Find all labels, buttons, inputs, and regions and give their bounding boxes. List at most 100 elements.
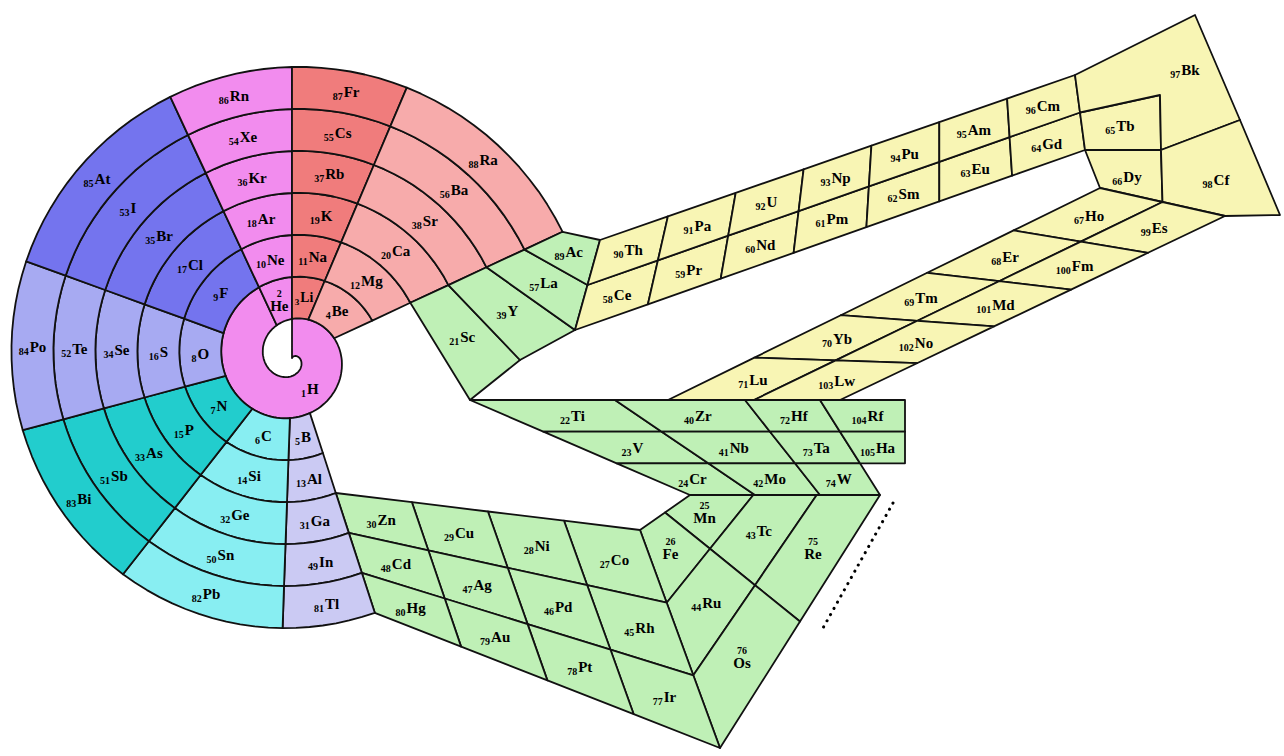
atomic-number: 39 [497, 310, 507, 320]
cell-shape [726, 167, 806, 238]
element-symbol: Hf [791, 408, 808, 423]
atomic-number: 83 [66, 499, 76, 509]
element-symbol: Rh [635, 621, 654, 636]
element-symbol: Eu [971, 162, 989, 177]
atomic-number: 84 [19, 346, 29, 356]
element-cell: 95Am [937, 96, 1012, 164]
atomic-number: 90 [614, 250, 624, 260]
atomic-number: 6 [255, 436, 260, 446]
cell-outline [525, 232, 601, 285]
atomic-number: 71 [738, 379, 748, 389]
cell-label: 98Cf [1203, 173, 1230, 188]
cell-label: 96Cm [1026, 98, 1060, 113]
element-symbol: O [197, 347, 209, 362]
element-symbol: Rf [868, 408, 884, 423]
cell-label: 84Po [19, 339, 47, 354]
element-cell: 80Hg [359, 570, 464, 649]
cell-outline [288, 413, 323, 460]
atomic-number: 85 [84, 179, 94, 189]
cell-label: 44Ru [691, 596, 721, 611]
element-cell: 81Tl [280, 570, 377, 631]
cell-label: 51Sb [100, 468, 128, 483]
atomic-number: 25 [700, 500, 710, 510]
atomic-number: 70 [822, 338, 832, 348]
cell-label: 21Sc [449, 330, 475, 345]
cell-label: 54Xe [229, 129, 258, 144]
cell-label: 93Np [821, 171, 851, 186]
cell-label: 43Tc [746, 524, 772, 539]
element-symbol: Ta [814, 440, 830, 455]
element-symbol: H [307, 381, 319, 396]
element-symbol: N [217, 399, 228, 414]
element-symbol: Ir [664, 689, 677, 704]
atomic-number: 1 [301, 388, 306, 398]
element-symbol: Ac [565, 244, 583, 259]
atomic-number: 101 [976, 304, 991, 314]
cell-label: 94Pu [890, 147, 919, 162]
cell-label: 60Nd [745, 237, 775, 252]
element-symbol: Nd [756, 237, 775, 252]
cell-label: 30Zn [367, 512, 396, 527]
cell-outline [95, 290, 144, 408]
atomic-number: 8 [191, 354, 196, 364]
atomic-number: 22 [560, 415, 570, 425]
element-symbol: La [540, 276, 558, 291]
cell-label: 58Ce [603, 287, 632, 302]
element-symbol: At [95, 172, 111, 187]
atomic-number: 54 [229, 136, 239, 146]
cell-label: 2He [270, 288, 288, 313]
cell-outline [123, 541, 284, 628]
cell-label: 1H [301, 381, 319, 396]
element-symbol: Tm [915, 290, 938, 305]
cell-label: 3Li [295, 291, 313, 305]
atomic-number: 29 [444, 533, 454, 543]
cell-label: 82Pb [192, 587, 221, 602]
cell-outline [390, 88, 562, 250]
atomic-number: 72 [780, 415, 790, 425]
atomic-number: 33 [135, 452, 145, 462]
atomic-number: 105 [860, 447, 875, 457]
atomic-number: 92 [756, 202, 766, 212]
cell-label: 11Na [298, 249, 327, 264]
element-symbol: Sb [111, 468, 128, 483]
element-symbol: Kr [248, 170, 266, 185]
element-symbol: Np [832, 171, 851, 186]
element-symbol: Ho [1085, 208, 1104, 223]
cell-outline [292, 67, 407, 126]
cell-label: 75Re [804, 537, 822, 562]
atomic-number: 52 [61, 348, 71, 358]
element-cell: 96Cm [1005, 73, 1082, 140]
element-symbol: Na [309, 249, 327, 264]
cell-outline [999, 242, 1148, 290]
cell-outline [588, 216, 668, 285]
cell-outline [1161, 120, 1280, 216]
element-symbol: Ca [392, 243, 410, 258]
atomic-number: 34 [103, 350, 113, 360]
cell-outline [362, 573, 461, 647]
atomic-number: 75 [808, 537, 818, 547]
atomic-number: 26 [665, 536, 675, 546]
cell-outline [658, 193, 736, 261]
cell-label: 91Pa [684, 219, 712, 234]
cell-label: 56Ba [440, 183, 469, 198]
atomic-number: 95 [957, 129, 967, 139]
cell-label: 26Fe [662, 536, 678, 561]
atomic-number: 94 [890, 154, 900, 164]
atomic-number: 47 [462, 585, 472, 595]
atomic-number: 74 [826, 479, 836, 489]
cell-label: 65Tb [1105, 119, 1134, 134]
element-symbol: I [131, 200, 137, 215]
atomic-number: 57 [529, 283, 539, 293]
element-symbol: Lu [749, 372, 767, 387]
element-cell: 90Th [585, 214, 670, 287]
cell-label: 28Ni [524, 539, 550, 554]
cell-label: 33As [135, 445, 163, 460]
element-symbol: Rb [325, 167, 344, 182]
atomic-number: 51 [100, 475, 110, 485]
cell-label: 25Mn [693, 500, 716, 525]
element-symbol: Pm [827, 212, 849, 227]
element-symbol: Pr [686, 262, 702, 277]
cell-label: 12Mg [350, 273, 383, 288]
cell-label: 72Hf [780, 408, 808, 423]
atomic-number: 43 [746, 531, 756, 541]
